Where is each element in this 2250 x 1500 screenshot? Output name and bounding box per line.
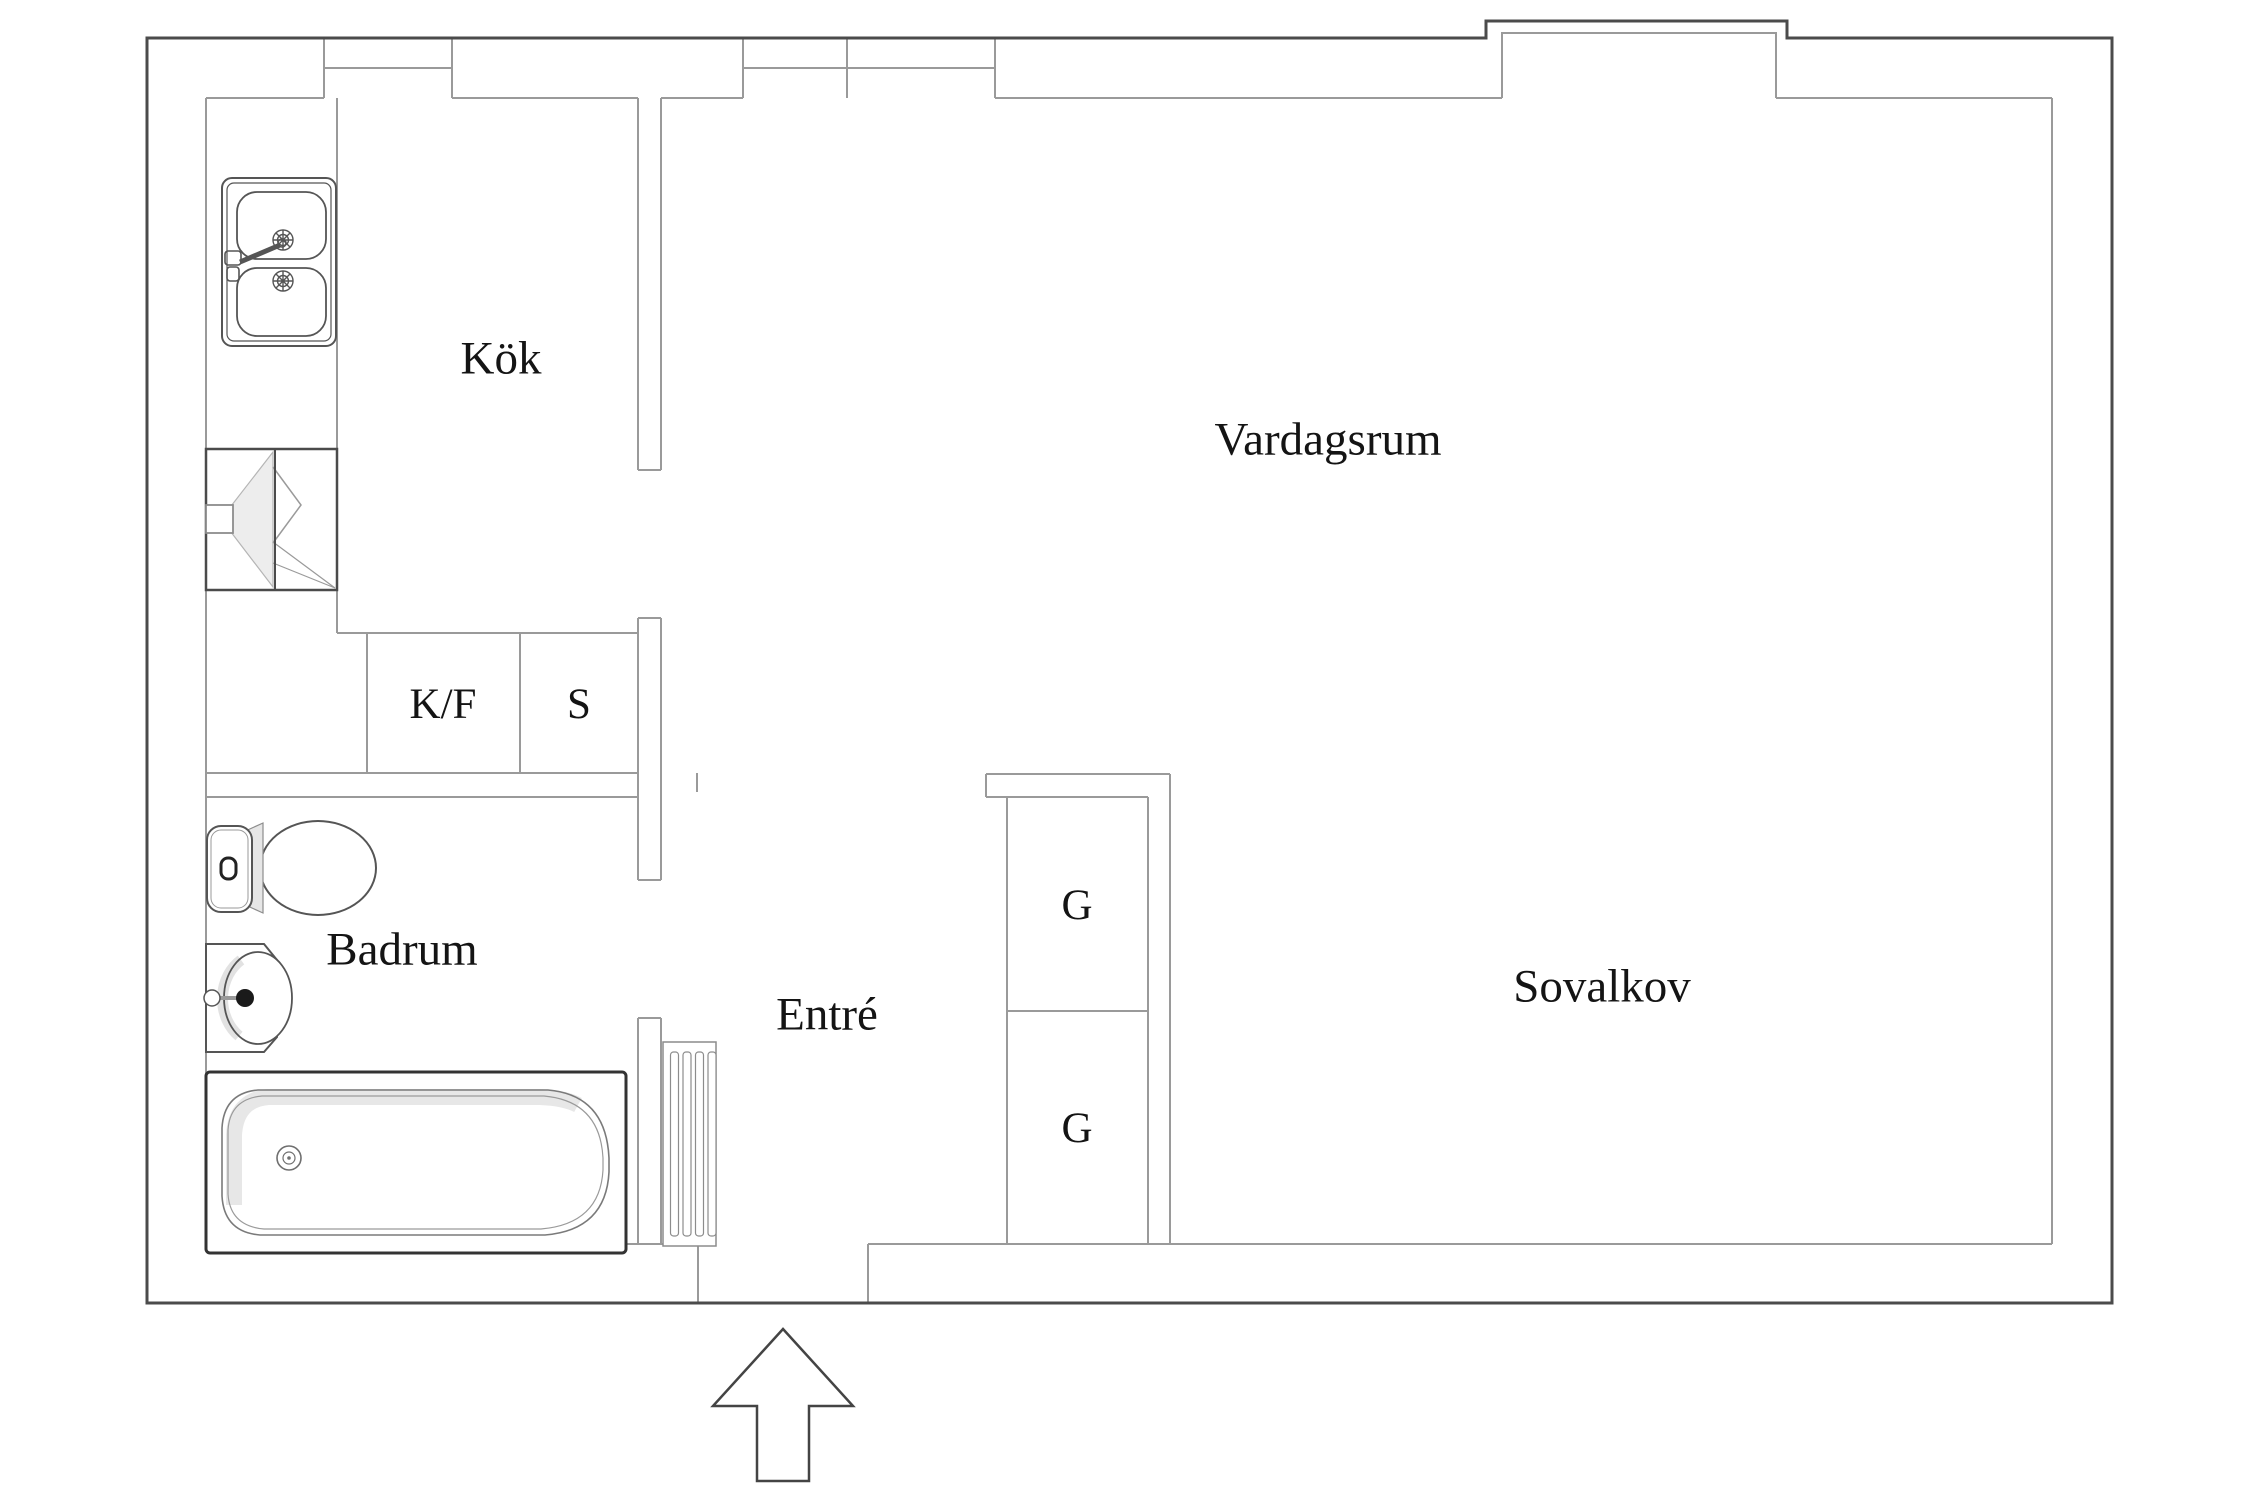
toilet-tank-inner xyxy=(210,829,249,909)
bathtub-drain xyxy=(276,1145,302,1171)
washbasin-bowl-fill xyxy=(224,952,292,1044)
window-kitchen xyxy=(323,38,453,98)
label-living-room: Vardagsrum xyxy=(1214,413,1441,465)
stove xyxy=(204,447,339,592)
label-wardrobe-upper: G xyxy=(1061,882,1092,929)
washbasin-faucet-handle xyxy=(203,989,221,1007)
labels: Kök Vardagsrum Badrum Entré Sovalkov K/F… xyxy=(326,332,1691,1152)
balcony-door-recess xyxy=(1501,32,1777,98)
toilet xyxy=(206,820,377,916)
radiator-bar xyxy=(694,1051,705,1237)
stove-fan-triangle xyxy=(220,450,274,589)
bathtub xyxy=(204,1070,628,1255)
washbasin xyxy=(203,943,293,1053)
window-living-room xyxy=(742,38,996,98)
sink-inner-rim xyxy=(226,182,332,342)
stove-wedge-lines xyxy=(272,541,336,589)
stove-chevron xyxy=(272,466,302,544)
label-cabinet-s: S xyxy=(567,681,591,728)
stove-notch xyxy=(205,504,234,534)
radiator xyxy=(662,1041,717,1247)
label-bathroom: Badrum xyxy=(326,923,477,975)
central-partition-wall xyxy=(637,98,662,1244)
outer-walls xyxy=(145,19,2114,1305)
sink-faucet xyxy=(224,238,287,282)
radiator-bar xyxy=(669,1051,680,1237)
wardrobe-outline xyxy=(985,773,1171,1244)
sink-outer xyxy=(221,177,337,347)
bathtub-rim-outer xyxy=(221,1089,610,1236)
wardrobe-closets xyxy=(985,773,1171,1244)
label-sleeping-alcove: Sovalkov xyxy=(1513,960,1691,1012)
sink-drain-upper xyxy=(272,229,294,251)
radiator-bar xyxy=(707,1051,717,1237)
washbasin-faucet-knob xyxy=(236,989,254,1007)
radiator-bar xyxy=(682,1051,692,1237)
toilet-flush-button xyxy=(219,856,238,881)
toilet-bowl xyxy=(259,820,377,916)
label-kitchen: Kök xyxy=(461,332,542,384)
entrance-arrow-shape xyxy=(710,1327,856,1483)
sink-bowl-upper xyxy=(236,191,327,260)
outer-wall-outline xyxy=(145,19,2114,1305)
label-wardrobe-lower: G xyxy=(1061,1105,1092,1152)
bathtub-rim-inner xyxy=(227,1095,604,1230)
bathtub-outline xyxy=(204,1070,628,1255)
label-entrance: Entré xyxy=(776,988,878,1040)
entrance-arrow xyxy=(710,1327,856,1483)
sink-drain-lower xyxy=(272,270,294,292)
kitchen-sink xyxy=(221,177,337,347)
label-fridge-freezer: K/F xyxy=(410,681,477,728)
sink-bowl-lower xyxy=(236,267,327,337)
